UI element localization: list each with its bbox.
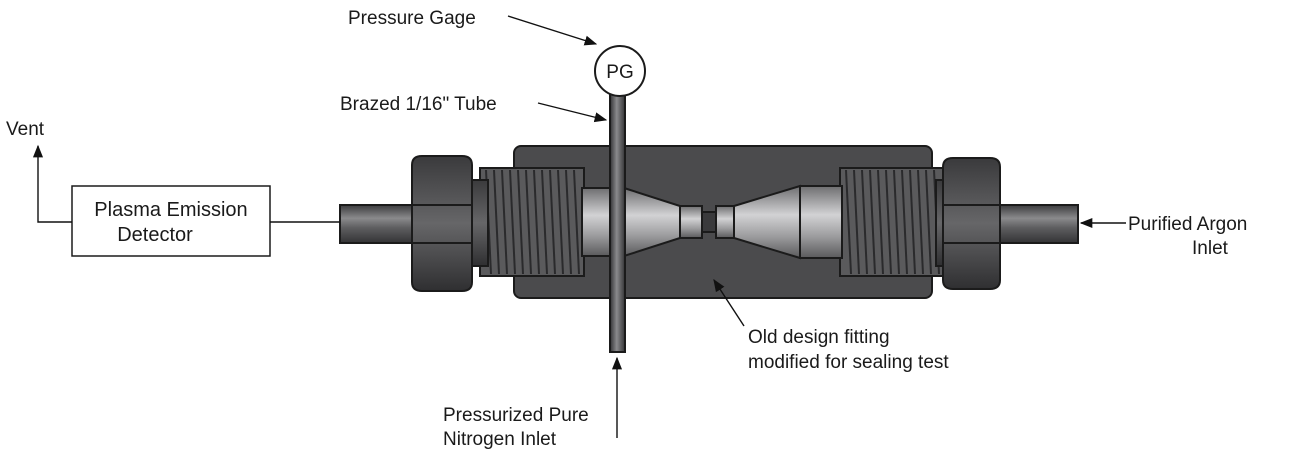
pressure-gage-label: Pressure Gage	[348, 8, 476, 29]
right-tube	[999, 204, 1079, 244]
thread-line	[533, 169, 540, 275]
fitting-label-line1: Old design fitting	[748, 327, 890, 348]
nitrogen-label-line2: Nitrogen Inlet	[443, 429, 557, 450]
thread-line	[565, 169, 572, 275]
thread-line	[517, 169, 524, 275]
thread-line	[861, 169, 868, 275]
thread-line	[917, 169, 924, 275]
left-tube	[339, 204, 423, 244]
detector-label-line2: Detector	[117, 224, 193, 246]
argon-label-line1: Purified Argon	[1128, 214, 1247, 235]
thread-line	[845, 169, 852, 275]
thread-line	[493, 169, 500, 275]
plasma-emission-detector: Plasma Emission Detector	[71, 185, 271, 257]
thread-line	[869, 169, 876, 275]
pressure-gage: PG	[594, 45, 646, 97]
thread-line	[573, 169, 580, 275]
thread-line	[853, 169, 860, 275]
vent-label: Vent	[6, 119, 45, 140]
thread-line	[893, 169, 900, 275]
seal-gap	[701, 211, 717, 233]
thread-line	[901, 169, 908, 275]
thread-line	[509, 169, 516, 275]
fitting-leader	[713, 278, 745, 327]
thread-line	[541, 169, 548, 275]
thread-line	[501, 169, 508, 275]
brazed-tube	[609, 93, 626, 353]
left-hex-nut	[411, 155, 473, 292]
pressure-gage-leader	[507, 15, 598, 46]
right-threads	[839, 167, 945, 277]
thread-line	[877, 169, 884, 275]
thread-line	[557, 169, 564, 275]
thread-line	[885, 169, 892, 275]
right-ferrule	[715, 184, 843, 260]
brazed-tube-leader	[537, 102, 608, 123]
thread-line	[549, 169, 556, 275]
pg-label: PG	[606, 62, 633, 83]
argon-label-line2: Inlet	[1192, 238, 1229, 259]
vent-line	[32, 144, 72, 223]
detector-label-line1: Plasma Emission	[94, 199, 247, 221]
fitting-label-line2: modified for sealing test	[748, 352, 949, 373]
thread-line	[909, 169, 916, 275]
brazed-tube-label: Brazed 1/16" Tube	[340, 94, 497, 115]
thread-line	[925, 169, 932, 275]
nitrogen-label-line1: Pressurized Pure	[443, 405, 589, 426]
thread-line	[525, 169, 532, 275]
right-hex-nut	[942, 157, 1001, 290]
left-threads	[479, 167, 585, 277]
